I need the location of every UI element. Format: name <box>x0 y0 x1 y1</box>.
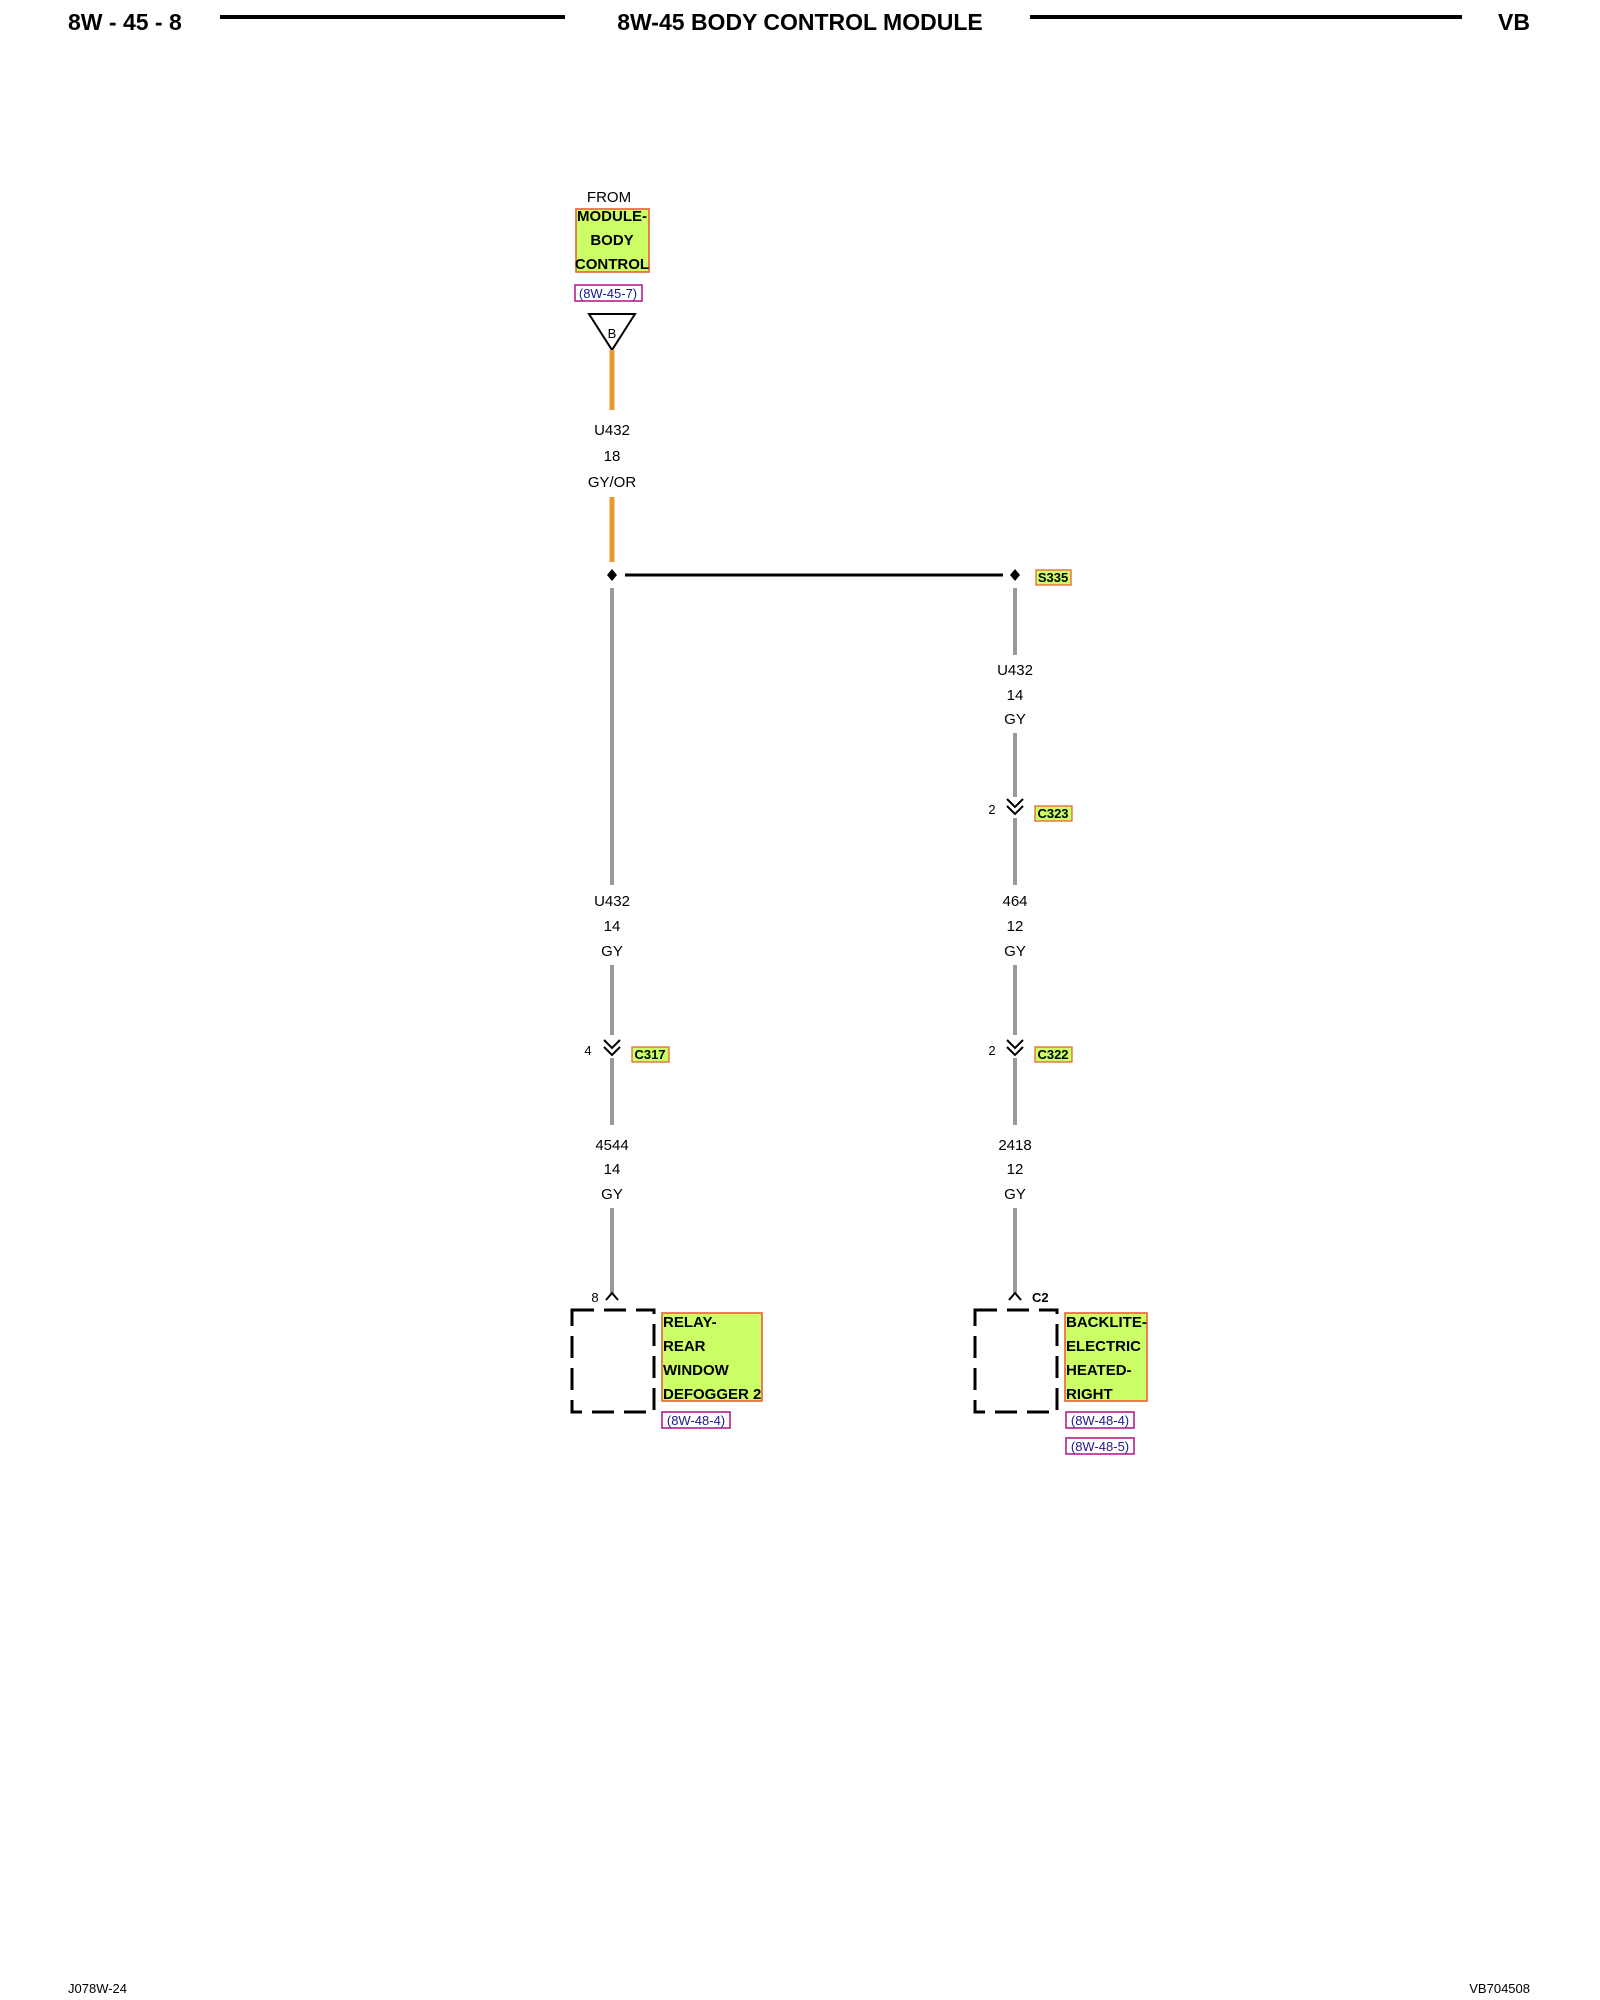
relay-line-4: DEFOGGER 2 <box>663 1386 761 1403</box>
w4-circuit: U432 <box>594 893 630 910</box>
w2-color: GY <box>1004 711 1026 728</box>
source-ref-box[interactable] <box>574 284 643 302</box>
footer-right-code: VB704508 <box>1469 1981 1530 1996</box>
backlite-label-box[interactable] <box>1064 1312 1148 1402</box>
splice-id[interactable]: S335 <box>1038 570 1068 585</box>
connector-b-letter: B <box>608 326 617 341</box>
c317-pin: 4 <box>584 1043 591 1058</box>
splice-node-left <box>607 569 617 581</box>
w2-gauge: 14 <box>1007 687 1024 704</box>
page-title: 8W-45 BODY CONTROL MODULE <box>617 9 982 35</box>
backlite-line-4: RIGHT <box>1066 1386 1113 1403</box>
w5-color: GY <box>601 1186 623 1203</box>
relay-line-2: REAR <box>663 1338 706 1355</box>
c317-tag-box[interactable] <box>631 1046 670 1063</box>
c322-id[interactable]: C322 <box>1037 1047 1068 1062</box>
w3-color: GY <box>1004 943 1026 960</box>
c322-pin: 2 <box>988 1043 995 1058</box>
relay-ref-box[interactable] <box>661 1411 731 1429</box>
connector-c322-chevron2-icon <box>1006 1046 1024 1057</box>
source-ref[interactable]: (8W-45-7) <box>579 286 637 301</box>
splice-node-right <box>1010 569 1020 581</box>
w5-gauge: 14 <box>604 1161 621 1178</box>
backlite-ref-2[interactable]: (8W-48-5) <box>1071 1439 1129 1454</box>
relay-line-1: RELAY- <box>663 1314 717 1331</box>
w1-color: GY/OR <box>588 474 637 491</box>
backlite-dashed-box[interactable] <box>973 1308 1059 1414</box>
page-number: 8W - 45 - 8 <box>68 9 182 35</box>
w3-gauge: 12 <box>1007 918 1024 935</box>
connector-c317-chevron2-icon <box>603 1046 621 1057</box>
from-label: FROM <box>587 189 631 206</box>
connector-c323-chevron2-icon <box>1006 805 1024 816</box>
backlite-line-2: ELECTRIC <box>1066 1338 1141 1355</box>
splice-tag-box[interactable] <box>1035 569 1072 586</box>
connector-b-triangle-icon <box>587 313 637 352</box>
w3-circuit: 464 <box>1002 893 1027 910</box>
backlite-ref-box-1[interactable] <box>1065 1411 1135 1429</box>
connector-c323-chevron-icon <box>1006 798 1024 809</box>
backlite-line-3: HEATED- <box>1066 1362 1132 1379</box>
w4-gauge: 14 <box>604 918 621 935</box>
relay-pin: 8 <box>591 1290 598 1305</box>
connector-c317-chevron-icon <box>603 1039 621 1050</box>
c323-pin: 2 <box>988 802 995 817</box>
relay-line-3: WINDOW <box>663 1362 730 1379</box>
source-line-2: BODY <box>590 232 633 249</box>
connector-c322-chevron-icon <box>1006 1039 1024 1050</box>
backlite-ref-1[interactable]: (8W-48-4) <box>1071 1413 1129 1428</box>
backlite-ref-box-2[interactable] <box>1065 1437 1135 1455</box>
relay-label-box[interactable] <box>661 1312 763 1402</box>
w6-color: GY <box>1004 1186 1026 1203</box>
backlite-line-1: BACKLITE- <box>1066 1314 1147 1331</box>
w5-circuit: 4544 <box>595 1137 628 1154</box>
source-line-1: MODULE- <box>577 208 647 225</box>
backlite-connector: C2 <box>1032 1290 1049 1305</box>
model-code: VB <box>1498 9 1530 35</box>
w6-gauge: 12 <box>1007 1161 1024 1178</box>
footer-left-code: J078W-24 <box>68 1981 127 1996</box>
w2-circuit: U432 <box>997 662 1033 679</box>
relay-dashed-box[interactable] <box>570 1308 656 1414</box>
body-control-module-box[interactable] <box>575 208 650 273</box>
c317-id[interactable]: C317 <box>634 1047 665 1062</box>
relay-pin-caret-icon <box>605 1291 619 1301</box>
c2-caret-icon <box>1008 1291 1022 1301</box>
c322-tag-box[interactable] <box>1034 1046 1073 1063</box>
source-line-3: CONTROL <box>575 256 649 273</box>
c323-id[interactable]: C323 <box>1037 806 1068 821</box>
w1-circuit: U432 <box>594 422 630 439</box>
w1-gauge: 18 <box>604 448 621 465</box>
w6-circuit: 2418 <box>998 1137 1031 1154</box>
relay-ref[interactable]: (8W-48-4) <box>667 1413 725 1428</box>
c323-tag-box[interactable] <box>1034 805 1073 822</box>
w4-color: GY <box>601 943 623 960</box>
